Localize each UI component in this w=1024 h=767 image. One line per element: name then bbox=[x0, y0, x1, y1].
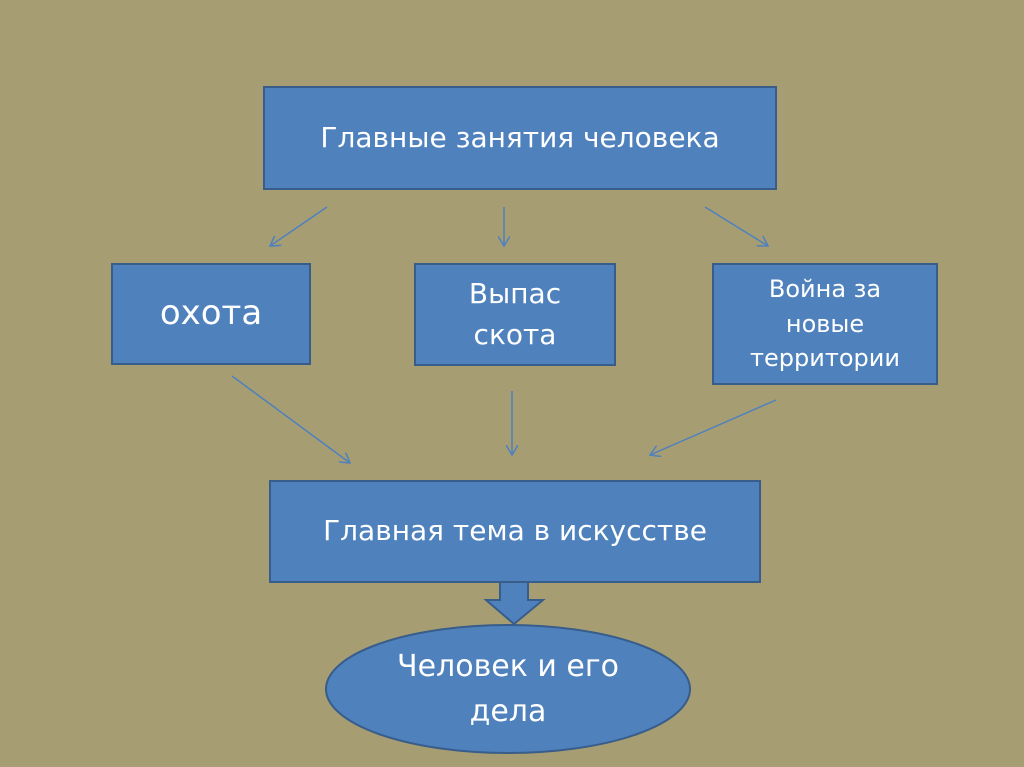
block-arrow-down bbox=[483, 575, 546, 626]
war-label: Война за новые территории bbox=[750, 274, 900, 373]
hunting-label: охота bbox=[159, 293, 263, 334]
arrow-top-to-war bbox=[704, 206, 768, 246]
arrow-war-to-theme bbox=[650, 399, 777, 455]
hunting-box: охота bbox=[111, 263, 311, 365]
result-text: Человек и его дела bbox=[330, 632, 686, 746]
art-theme-label: Главная тема в искусстве bbox=[323, 514, 707, 548]
result-label: Человек и его дела bbox=[397, 649, 619, 729]
grazing-label: Выпас скота bbox=[468, 276, 562, 351]
war-box: Война за новые территории bbox=[712, 263, 938, 385]
main-occupations-label: Главные занятия человека bbox=[320, 120, 720, 154]
result-ellipse bbox=[325, 624, 691, 754]
arrow-hunting-to-theme bbox=[231, 375, 350, 463]
art-theme-box: Главная тема в искусстве bbox=[269, 480, 761, 583]
arrow-top-to-hunting bbox=[270, 206, 328, 246]
main-occupations-box: Главные занятия человека bbox=[263, 86, 777, 190]
grazing-box: Выпас скота bbox=[414, 263, 616, 366]
